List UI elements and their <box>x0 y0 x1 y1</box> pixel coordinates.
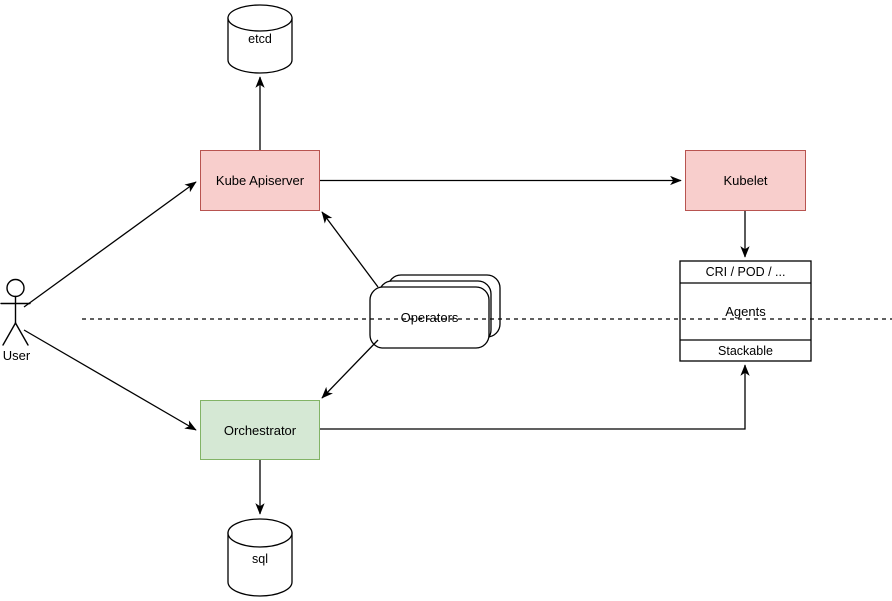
edge-orchestrator-to-stackable <box>320 364 750 430</box>
edge-user-to-orchestrator <box>23 329 197 431</box>
node-kube-apiserver[interactable] <box>200 150 320 211</box>
edge-user-to-kube-apiserver <box>23 181 197 308</box>
agents-stack-shape[interactable] <box>679 260 812 362</box>
operators-stack-shape[interactable] <box>369 274 501 349</box>
user-actor-icon <box>0 278 31 346</box>
node-kubelet[interactable] <box>685 150 806 211</box>
etcd-cylinder-shape <box>227 4 293 74</box>
edge-operators-to-orchestrator <box>321 339 379 399</box>
edge-operators-to-kube-apiserver <box>321 211 379 288</box>
sql-cylinder-shape <box>227 518 293 597</box>
node-orchestrator[interactable] <box>200 400 320 460</box>
